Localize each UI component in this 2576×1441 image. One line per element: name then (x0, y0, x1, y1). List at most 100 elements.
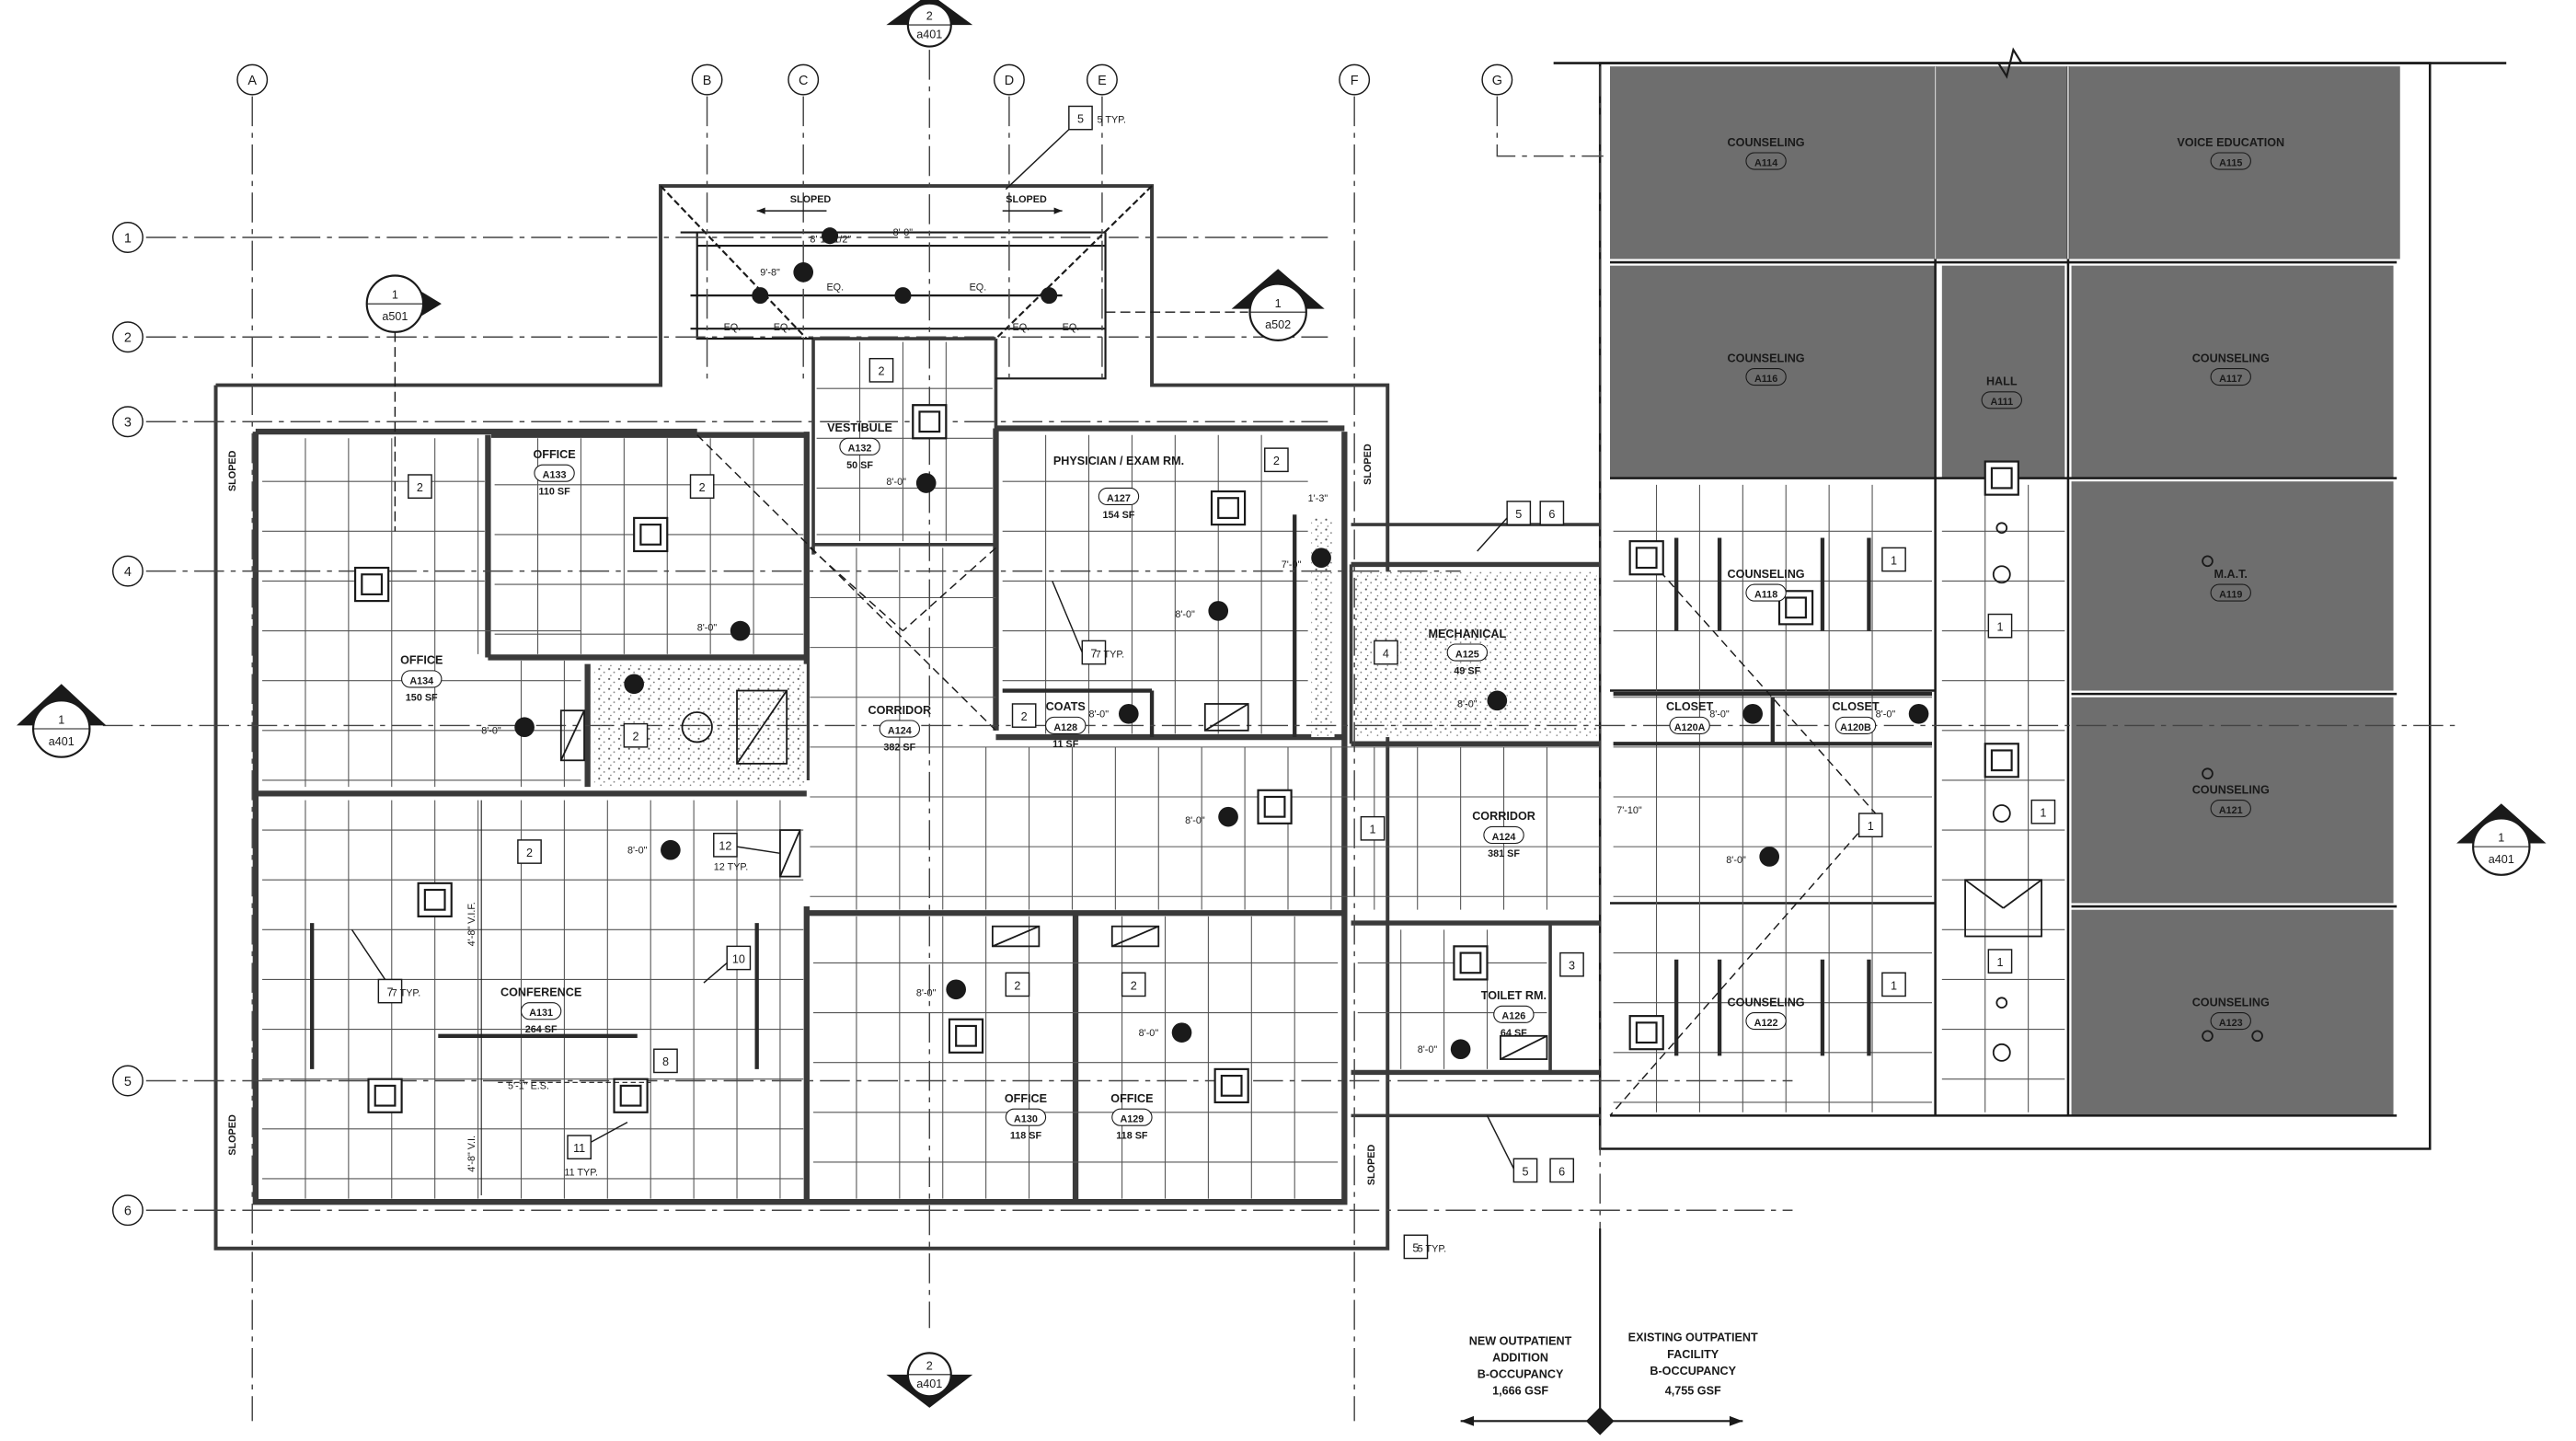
svg-text:11: 11 (573, 1142, 585, 1155)
fixture (367, 1078, 403, 1113)
grid-row-2: 2 (124, 331, 132, 346)
tag-5-bottom: 5 (1522, 1165, 1528, 1178)
ceiling-height: 8'-0" (481, 725, 501, 736)
svg-text:1: 1 (1891, 554, 1897, 567)
room-office-a134: OFFICE A134 150 SF (400, 654, 443, 704)
section-mark-top: 2 a401 (886, 0, 973, 48)
grid-conference (262, 800, 804, 1199)
room-name: VOICE EDUCATION (2177, 136, 2284, 149)
break-line (1997, 47, 2023, 79)
section-a501-num: 1 (392, 289, 398, 302)
ceiling-height: 7'-0" (1282, 559, 1302, 571)
room-number: A111 (1990, 397, 2013, 408)
room-area: 382 SF (883, 742, 915, 753)
section-mark-left: 1 a401 (17, 684, 107, 758)
tag-7-typ: 77 TYP. (351, 928, 420, 1004)
grid-row-5: 5 (124, 1075, 132, 1089)
tag-2: 2 (1121, 972, 1146, 997)
section-left-num: 1 (58, 714, 64, 727)
room-area: 49 SF (1454, 665, 1480, 676)
occupancy-new-line: ADDITION (1492, 1351, 1548, 1364)
svg-text:2: 2 (878, 365, 884, 378)
tag-8-label: 8 (662, 1055, 669, 1068)
room-number: A123 (2219, 1018, 2243, 1029)
tag-2: 2 (868, 357, 894, 383)
svg-text:1: 1 (1891, 979, 1897, 992)
tag-5-typ-bottom: 55 TYP. (1403, 1234, 1446, 1260)
room-name: OFFICE (533, 448, 575, 461)
room-name: COATS (1046, 700, 1086, 713)
grid-row-6: 6 (124, 1205, 132, 1219)
room-name: OFFICE (1005, 1092, 1047, 1105)
dimension: EQ. (1063, 322, 1080, 333)
ceiling-height: 8'-0" (1089, 709, 1110, 720)
room-area: 50 SF (846, 460, 873, 471)
tag-4-label: 4 (1383, 647, 1389, 660)
room-mechanical-a125: MECHANICAL A125 49 SF (1428, 628, 1506, 677)
ceiling-height: 8'-0" (893, 227, 914, 238)
existing-counseling-a114-fill (1610, 66, 1936, 259)
room-number: A116 (1754, 374, 1777, 385)
sloped-note: SLOPED (227, 450, 238, 491)
dimension: EQ. (774, 322, 791, 333)
room-name: COUNSELING (2192, 352, 2270, 364)
occupancy-labels: NEW OUTPATIENT ADDITION B-OCCUPANCY 1,66… (1469, 1331, 1758, 1398)
tag-12-typ: 12 12 TYP. (713, 832, 781, 872)
svg-text:2: 2 (417, 481, 423, 494)
room-number: A121 (2219, 805, 2243, 816)
grid-corridor (810, 548, 1601, 910)
tag-2: 2 (623, 722, 649, 748)
svg-text:12: 12 (719, 840, 731, 853)
dimension: 5'-1" E.S. (508, 1081, 549, 1092)
section-mark-a502: 1 a502 (1105, 269, 1325, 341)
room-name: CLOSET (1832, 700, 1879, 713)
svg-text:1: 1 (1996, 956, 2003, 969)
ceiling-height: 8'-0" (1726, 855, 1746, 866)
svg-text:2: 2 (632, 731, 638, 744)
sloped-note: SLOPED (227, 1114, 238, 1156)
dimension: 4'-8" V.I. (466, 1136, 477, 1172)
grid-offices-a130-a129 (813, 916, 1339, 1199)
fixture (1257, 789, 1293, 824)
tag-4: 4 (1374, 640, 1398, 665)
svg-text:2: 2 (1273, 455, 1280, 467)
room-number: A130 (1014, 1114, 1038, 1125)
tag-5-typ-label: 5 TYP. (1098, 115, 1126, 126)
ceiling-heights: 9'-8" 8'-0" 8'-0" 8'-0" 8'-0" 8'-0" 8'-0… (481, 227, 1895, 1055)
room-name: COUNSELING (2192, 996, 2270, 1009)
room-number: A131 (529, 1008, 553, 1019)
grid-col-g: G (1492, 74, 1502, 88)
tag-12-typ-label: 12 TYP. (714, 861, 748, 872)
sloped-notes: SLOPED SLOPED SLOPED SLOPED SLOPED SLOPE… (227, 194, 1377, 1185)
room-area: 118 SF (1116, 1131, 1148, 1142)
sprinkler-heads (514, 227, 2263, 1062)
svg-text:2: 2 (1014, 979, 1020, 992)
room-name: COUNSELING (1728, 996, 1805, 1009)
existing-a119-fill (2071, 481, 2394, 691)
room-number: A119 (2219, 589, 2242, 600)
fixture (1453, 945, 1489, 981)
grid-row-bubbles: 1 2 3 4 5 6 (111, 222, 144, 1227)
svg-text:1: 1 (1868, 820, 1874, 833)
tag-1: 1 (2030, 799, 2056, 824)
room-name: COUNSELING (2192, 783, 2270, 796)
existing-a116-fill (1610, 265, 1936, 478)
room-corridor-a124: CORRIDOR A124 382 SF (868, 704, 932, 754)
tag-2: 2 (689, 474, 715, 499)
tag-10-label: 10 (732, 952, 745, 965)
grid-col-d: D (1005, 74, 1014, 88)
tag-1: 1 (1881, 972, 1906, 997)
sloped-note: SLOPED (790, 194, 832, 205)
dimension-notes: 8' 11-1/2" EQ. EQ. EQ. EQ. EQ. EQ. 4'-8"… (466, 234, 1328, 1195)
sightlines (696, 434, 1877, 1116)
room-name: VESTIBULE (827, 421, 892, 434)
existing-a115-fill (1935, 66, 2400, 259)
room-area: 118 SF (1010, 1131, 1042, 1142)
room-coats-a128: COATS A128 11 SF (1045, 700, 1087, 750)
room-name: OFFICE (400, 654, 443, 667)
